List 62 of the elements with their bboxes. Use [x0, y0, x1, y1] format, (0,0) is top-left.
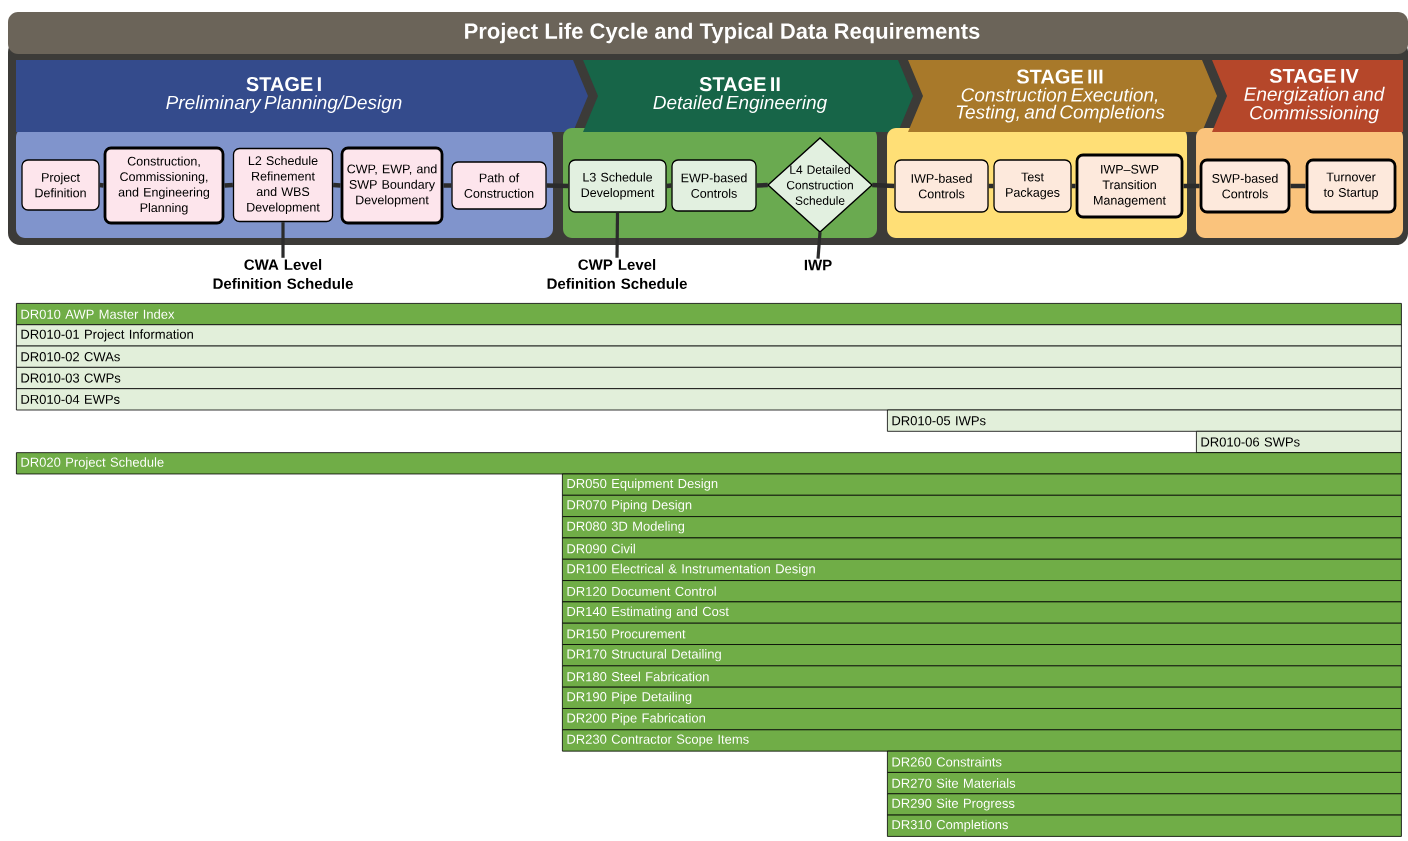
connector-line [443, 183, 452, 188]
callout-text: CWP Level Definition Schedule [547, 259, 687, 289]
leader-line [816, 232, 822, 259]
requirement-bar: DR140 Estimating and Cost [562, 601, 1402, 624]
callout-text: CWA Level Definition Schedule [213, 259, 353, 289]
process-box: L2 Schedule Refinement and WBS Development [232, 147, 334, 223]
leader-line [615, 212, 620, 258]
requirement-bar: DR270 Site Materials [887, 772, 1402, 795]
requirement-bar: DR180 Steel Fabrication [562, 665, 1402, 688]
connector-line [546, 183, 569, 189]
requirement-bar: DR170 Structural Detailing [562, 644, 1402, 667]
requirement-bar: DR150 Procurement [562, 622, 1402, 645]
requirement-bar: DR020 Project Schedule [16, 452, 1402, 475]
connector-line [1183, 183, 1200, 189]
requirement-bar: DR010-03 CWPs [16, 366, 1402, 390]
leader-line [281, 222, 285, 258]
connector-line [99, 182, 104, 188]
requirement-bar: DR290 Site Progress [887, 793, 1402, 816]
requirement-bar: DR010-01 Project Information [16, 324, 1402, 347]
process-box: Project Definition [21, 159, 100, 211]
process-box: Test Packages [993, 159, 1072, 213]
requirement-bar: DR230 Contractor Scope Items [562, 729, 1402, 752]
process-box: Construction, Commissioning, and Engineering Planning [103, 146, 225, 225]
requirement-bar: DR010-02 CWAs [16, 345, 1402, 368]
process-box: EWP-based Controls [671, 159, 757, 212]
requirement-bar: DR010-06 SWPs [1196, 430, 1402, 454]
connector-line [1290, 183, 1306, 189]
node-label: Construction Execution, Testing, and Completions [956, 87, 1165, 123]
node-label: STAGE II [699, 77, 780, 92]
node-label: Energization and Commissioning [1244, 86, 1385, 124]
requirement-bar: DR070 Piping Design [562, 494, 1402, 517]
node-label: STAGE III [1016, 69, 1103, 84]
process-box: Path of Construction [451, 161, 547, 210]
process-box: SWP-based Controls [1199, 158, 1291, 214]
requirement-bar: DR090 Civil [562, 537, 1402, 560]
process-box: Turnover to Startup [1305, 158, 1397, 214]
node-label: STAGE IV [1269, 68, 1359, 83]
process-box: IWP–SWP Transition Management [1075, 153, 1184, 219]
requirement-bar: DR100 Electrical & Instrumentation Design [562, 558, 1402, 581]
connector-line [756, 182, 768, 188]
process-box: IWP-based Controls [894, 159, 989, 213]
process-box: L3 Schedule Development [568, 159, 667, 213]
requirement-bar: DR050 Equipment Design [562, 473, 1402, 496]
process-box: CWP, EWP, and SWP Boundary Development [340, 146, 444, 225]
requirement-bar: DR010 AWP Master Index [16, 303, 1402, 326]
connector-line [333, 182, 341, 188]
callout-text: IWP [804, 259, 832, 271]
requirement-bar: DR080 3D Modeling [562, 516, 1402, 539]
connector-line [224, 182, 233, 188]
requirement-bar: DR260 Constraints [887, 750, 1402, 773]
requirement-bar: DR190 Pipe Detailing [562, 686, 1402, 709]
title-banner: Project Life Cycle and Typical Data Requirements [8, 12, 1408, 54]
connector-line [666, 183, 672, 189]
node-label: Detailed Engineering [653, 95, 828, 113]
node-label: Preliminary Planning/Design [166, 95, 402, 113]
connector-line [872, 182, 895, 189]
connector-line [1071, 183, 1076, 189]
connector-line [988, 183, 994, 189]
node-label: STAGE I [246, 77, 321, 92]
requirement-bar: DR200 Pipe Fabrication [562, 708, 1402, 731]
requirement-bar: DR310 Completions [887, 814, 1402, 837]
requirement-bar: DR120 Document Control [562, 580, 1402, 603]
